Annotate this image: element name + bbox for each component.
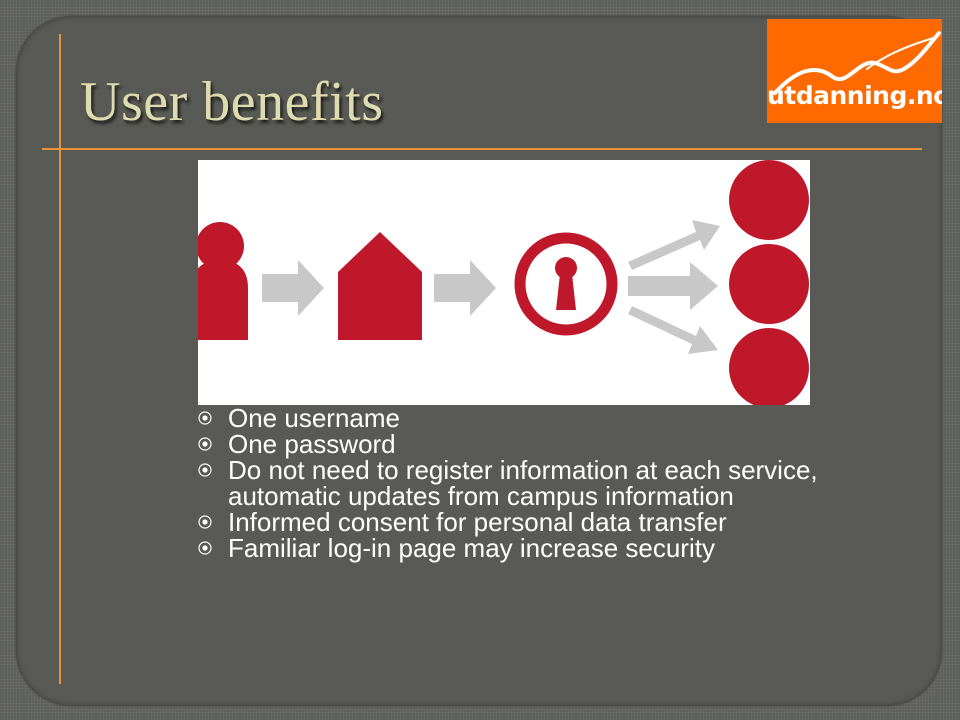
list-item-text: One username <box>228 403 400 433</box>
utdanning-logo: utdanning.no <box>767 19 942 123</box>
list-item-text: Familiar log-in page may increase securi… <box>228 533 715 563</box>
logo-swoosh-icon <box>773 31 941 95</box>
arrow-right-icon <box>628 262 718 310</box>
target-bullet-icon <box>198 515 212 529</box>
benefits-list: One username One password Do not need to… <box>196 405 836 561</box>
target-bullet-icon <box>198 437 212 451</box>
list-item-text: Informed consent for personal data trans… <box>228 507 727 537</box>
slide-title: User benefits <box>80 71 384 133</box>
target-bullet-icon <box>198 541 212 555</box>
accent-horizontal-line <box>42 148 922 150</box>
target-bullet-icon <box>198 463 212 477</box>
accent-vertical-line <box>59 34 61 684</box>
list-item-text: One password <box>228 429 396 459</box>
arrow-right-icon <box>628 220 720 270</box>
service-circle-icon <box>729 244 809 324</box>
arrow-right-icon <box>628 306 718 354</box>
house-icon <box>338 232 422 340</box>
service-circle-icon <box>729 328 809 405</box>
person-icon <box>198 222 248 340</box>
list-item: One password <box>196 431 836 457</box>
list-item: Informed consent for personal data trans… <box>196 509 836 535</box>
login-flow-diagram <box>198 160 810 405</box>
arrow-right-icon <box>262 260 324 316</box>
list-item: Do not need to register information at e… <box>196 457 836 509</box>
service-circle-icon <box>729 160 809 240</box>
arrow-right-icon <box>434 260 496 316</box>
logo-text: utdanning.no <box>767 81 942 110</box>
list-item: Familiar log-in page may increase securi… <box>196 535 836 561</box>
list-item: One username <box>196 405 836 431</box>
list-item-text: Do not need to register information at e… <box>228 455 818 511</box>
target-bullet-icon <box>198 411 212 425</box>
keyhole-lock-icon <box>514 232 618 336</box>
